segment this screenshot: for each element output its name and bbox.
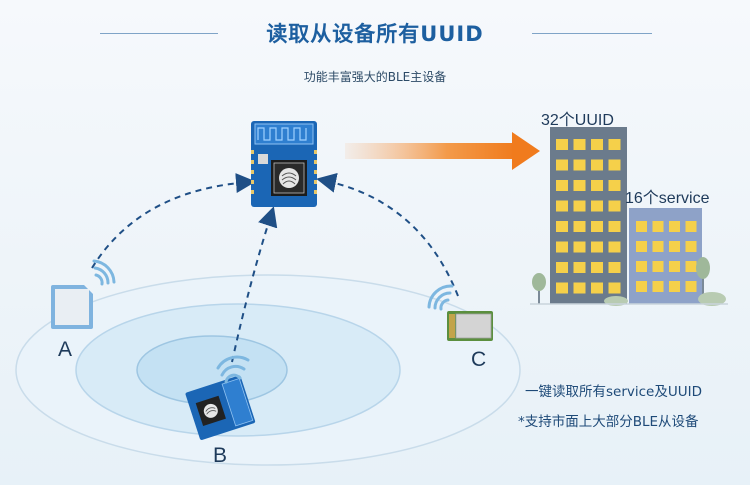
building-window xyxy=(573,262,586,273)
building-window xyxy=(591,241,603,253)
building-window xyxy=(652,261,664,272)
building-window xyxy=(608,221,621,232)
arrow-b-to-master xyxy=(231,206,278,363)
building-window xyxy=(556,159,568,171)
device-a xyxy=(51,285,93,329)
arrow-a-to-master xyxy=(91,173,256,269)
building-window xyxy=(636,261,647,272)
building-window xyxy=(591,262,603,273)
building-window xyxy=(608,159,621,171)
building-service-windows xyxy=(636,221,697,292)
building-window xyxy=(669,221,680,232)
building-window xyxy=(608,282,621,294)
building-window xyxy=(556,282,568,294)
building-window xyxy=(669,281,680,292)
device-b-label: B xyxy=(213,444,228,467)
connection-arrows xyxy=(91,173,459,363)
building-window xyxy=(591,200,603,212)
building-window xyxy=(573,221,586,232)
feature-note-1: 一键读取所有service及UUID xyxy=(525,384,702,400)
signal-waves-b xyxy=(216,355,250,384)
building-window xyxy=(652,241,664,252)
building-uuid-windows xyxy=(556,139,621,294)
service-count-label: 16个service xyxy=(625,190,710,207)
building-window xyxy=(573,139,586,150)
building-window xyxy=(556,180,568,191)
building-window xyxy=(608,139,621,150)
uuid-count-label: 32个UUID xyxy=(541,112,614,129)
title-divider-right xyxy=(532,33,652,34)
building-window xyxy=(685,241,697,252)
building-window xyxy=(652,281,664,292)
master-ble-module xyxy=(251,121,317,207)
building-window xyxy=(636,241,647,252)
building-window xyxy=(556,221,568,232)
building-window xyxy=(608,200,621,212)
building-window xyxy=(591,221,603,232)
title-bar: 读取从设备所有UUID xyxy=(0,18,750,48)
building-window xyxy=(556,139,568,150)
building-window xyxy=(556,200,568,212)
building-window xyxy=(591,282,603,294)
building-window xyxy=(685,221,697,232)
page-subtitle: 功能丰富强大的BLE主设备 xyxy=(303,70,447,84)
building-window xyxy=(591,159,603,171)
building-window xyxy=(591,139,603,150)
building-window xyxy=(685,281,697,292)
building-window xyxy=(652,221,664,232)
arrow-c-to-master xyxy=(316,173,459,297)
building-window xyxy=(573,200,586,212)
device-c xyxy=(447,311,493,341)
building-window xyxy=(591,180,603,191)
page-title: 读取从设备所有UUID xyxy=(266,22,484,46)
feature-note-2: *支持市面上大部分BLE从设备 xyxy=(518,414,699,430)
building-window xyxy=(573,241,586,253)
orange-arrow xyxy=(345,132,540,170)
title-divider-left xyxy=(100,33,218,34)
building-window xyxy=(608,241,621,253)
building-window xyxy=(669,241,680,252)
building-window xyxy=(573,282,586,294)
signal-waves-a xyxy=(92,259,116,286)
building-window xyxy=(636,221,647,232)
signal-waves-c xyxy=(427,284,454,311)
building-window xyxy=(685,261,697,272)
building-window xyxy=(669,261,680,272)
building-uuid xyxy=(550,127,627,304)
building-window xyxy=(573,159,586,171)
scenery xyxy=(530,257,728,306)
device-c-label: C xyxy=(471,348,487,371)
building-window xyxy=(556,262,568,273)
device-b xyxy=(185,375,256,441)
building-window xyxy=(608,180,621,191)
building-window xyxy=(636,281,647,292)
building-window xyxy=(608,262,621,273)
building-window xyxy=(573,180,586,191)
building-window xyxy=(556,241,568,253)
device-a-label: A xyxy=(58,338,73,361)
signal-ellipses xyxy=(15,274,521,466)
